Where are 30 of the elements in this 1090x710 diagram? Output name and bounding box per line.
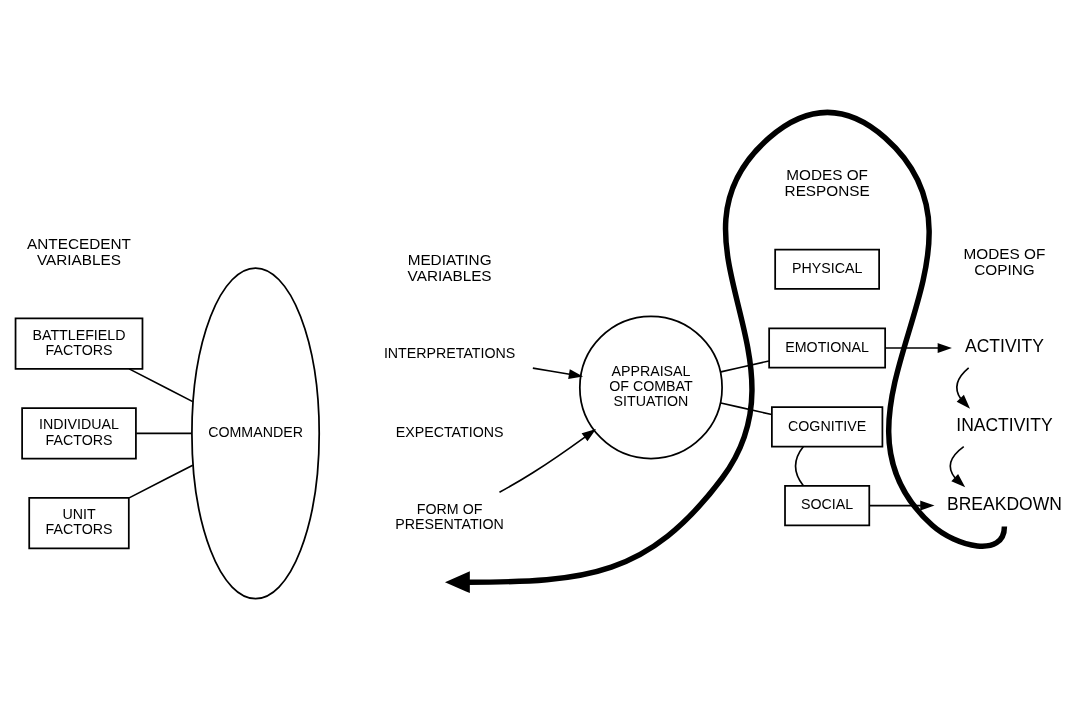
arrow xyxy=(949,445,966,487)
arrow xyxy=(498,428,596,493)
connector xyxy=(720,359,770,373)
node-box: BATTLEFIELD FACTORS xyxy=(14,317,144,370)
node-text: ACTIVITY xyxy=(965,335,1044,356)
arrow xyxy=(532,366,584,379)
node-text: FORM OF PRESENTATION xyxy=(395,500,504,532)
connector xyxy=(794,445,805,486)
connector xyxy=(128,367,194,402)
arrow xyxy=(868,500,935,511)
label: MEDIATING VARIABLES xyxy=(407,250,492,284)
label: ANTECEDENT VARIABLES xyxy=(27,234,131,268)
node-text: EXPECTATIONS xyxy=(395,423,504,440)
node-box: EMOTIONAL xyxy=(768,326,886,369)
arrow xyxy=(956,366,971,409)
label: MODES OF RESPONSE xyxy=(784,165,870,199)
node-box: COGNITIVE xyxy=(771,405,884,447)
arrow xyxy=(884,342,952,353)
connector xyxy=(720,401,773,415)
node-box: INDIVIDUAL FACTORS xyxy=(21,406,137,459)
node-box: UNIT FACTORS xyxy=(28,496,130,549)
connector xyxy=(135,432,193,434)
node-box: SOCIAL xyxy=(784,484,871,526)
node-text: INACTIVITY xyxy=(956,414,1053,435)
node-ellipse: COMMANDER xyxy=(191,266,321,599)
node-text: BREAKDOWN xyxy=(947,493,1062,514)
label: MODES OF COPING xyxy=(963,244,1046,278)
connector xyxy=(128,463,194,499)
node-box: PHYSICAL xyxy=(774,248,880,290)
node-text: INTERPRETATIONS xyxy=(383,344,516,361)
